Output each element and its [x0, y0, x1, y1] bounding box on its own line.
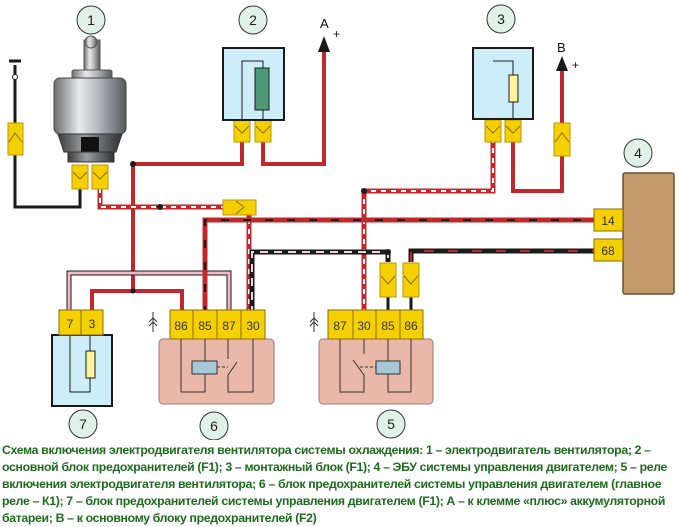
diagram-caption: Схема включения электродвигателя вентиля…: [2, 443, 668, 525]
ecu: 14 68: [593, 172, 675, 295]
ecu-pin-14-label: 14: [601, 214, 615, 228]
connector-fuse2-right: [254, 119, 272, 143]
svg-text:3: 3: [497, 11, 505, 27]
relay5-connector-symbol: [309, 312, 319, 332]
inline-connectors: [7, 119, 571, 298]
connector-inline-horizontal: [222, 199, 257, 216]
wire-black-white-relay: [251, 251, 389, 314]
wire-red-fuse2-left: [133, 138, 244, 166]
svg-text:4: 4: [634, 145, 642, 161]
svg-text:7: 7: [79, 416, 87, 432]
relay5-pin-87: 87: [327, 309, 354, 340]
connector-ground: [7, 122, 24, 156]
wire-black-red-ecu68: [410, 250, 594, 262]
svg-text:7: 7: [67, 317, 74, 331]
svg-text:30: 30: [357, 319, 371, 333]
relay6-pin-87: 87: [216, 309, 242, 340]
ecu-pin-68-label: 68: [601, 244, 615, 258]
relay6-pin-30: 30: [240, 309, 266, 340]
terminal-B-polarity: +: [572, 58, 579, 72]
wire-red-block7-relay86: [90, 289, 184, 314]
svg-text:6: 6: [210, 418, 218, 434]
svg-text:85: 85: [198, 319, 212, 333]
block7-pin-3: 3: [80, 309, 104, 336]
connector-relay5-86: [402, 262, 420, 298]
ecu-pin-68: 68: [593, 238, 624, 262]
connector-B-line: [553, 122, 571, 157]
callout-4: 4: [623, 138, 653, 168]
svg-text:87: 87: [333, 319, 347, 333]
callouts: 1 2 3 4 5 6 7: [68, 4, 653, 440]
connector-fuse3-left: [484, 119, 502, 143]
main-relay-k1: 86 85 87 30: [148, 309, 275, 405]
mounting-block-f1: [472, 47, 534, 120]
wires: [9, 50, 594, 314]
connector-relay5-85: [379, 262, 397, 298]
relay6-connector-symbol: [148, 312, 158, 332]
relay5-pin-30: 30: [352, 309, 377, 340]
relay6-pin-85: 85: [192, 309, 218, 340]
svg-text:1: 1: [87, 12, 95, 28]
callout-7: 7: [68, 409, 98, 439]
svg-text:87: 87: [222, 319, 236, 333]
terminal-A-polarity: +: [333, 27, 340, 41]
relay5-pin-85: 85: [375, 309, 401, 340]
callout-2: 2: [238, 5, 268, 35]
wire-red-white-motor: [99, 188, 250, 314]
main-fuse-block-f1: [222, 47, 285, 121]
svg-text:85: 85: [381, 319, 395, 333]
engine-fuse-block-f1: 7 3: [51, 309, 113, 407]
svg-text:86: 86: [404, 319, 418, 333]
terminal-A-label: A: [320, 16, 329, 31]
fan-relay: 87 30 85 86: [309, 309, 434, 405]
svg-text:30: 30: [246, 319, 260, 333]
terminal-B-label: B: [557, 40, 566, 55]
callout-5: 5: [376, 409, 406, 439]
connector-motor-left: [71, 164, 89, 190]
callout-6: 6: [199, 411, 229, 440]
connector-motor-right: [91, 164, 109, 190]
svg-text:5: 5: [387, 416, 395, 432]
wire-red-fuse2-right-A: [261, 50, 326, 166]
relay6-pin-86: 86: [169, 309, 194, 340]
connector-fuse2-left: [233, 119, 251, 143]
fan-motor: [53, 35, 127, 163]
block7-pin-7: 7: [58, 309, 82, 336]
ecu-pin-14: 14: [593, 208, 624, 232]
svg-text:86: 86: [174, 319, 188, 333]
wire-red-black-ecu14: [204, 219, 594, 314]
connector-fuse3-right: [504, 119, 522, 143]
callout-3: 3: [486, 4, 516, 34]
relay5-pin-86: 86: [399, 309, 424, 340]
svg-text:3: 3: [89, 317, 96, 331]
svg-text:2: 2: [249, 12, 257, 28]
callout-1: 1: [76, 5, 106, 35]
terminal-A: A +: [318, 16, 340, 52]
wiring-diagram: A + B + 14 68 7 3: [7, 4, 675, 440]
terminal-B: B +: [556, 40, 579, 72]
